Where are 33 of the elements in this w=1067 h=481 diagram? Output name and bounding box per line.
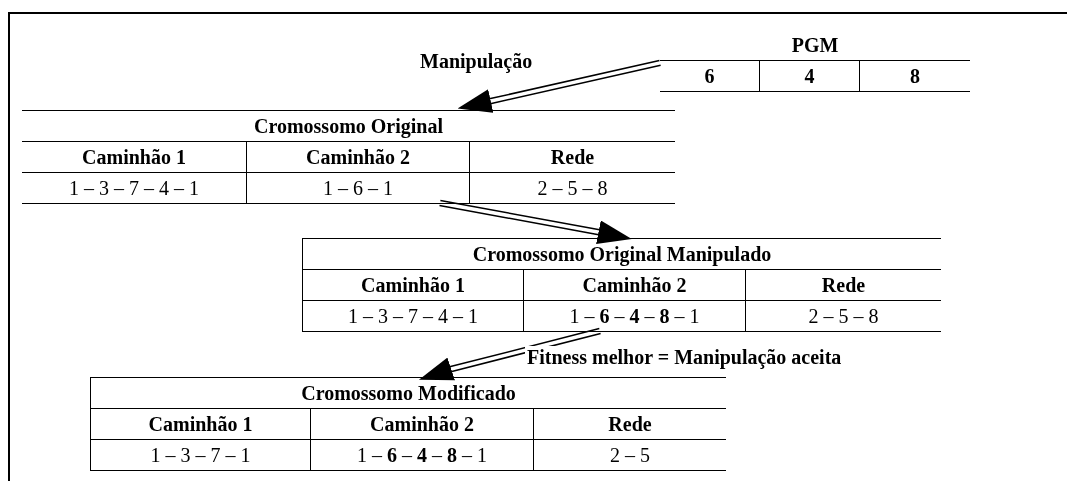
table [22, 110, 675, 204]
column-header: Caminhão 2 [311, 409, 534, 440]
arrow [457, 59, 662, 113]
table-cell: 1 – 3 – 7 – 4 – 1 [303, 301, 524, 331]
table-cell: 1 – 6 – 4 – 8 – 1 [311, 440, 534, 470]
table-cell: 1 – 6 – 4 – 8 – 1 [524, 301, 746, 331]
table-cell: 1 – 3 – 7 – 4 – 1 [22, 173, 247, 203]
column-header: Rede [746, 270, 941, 301]
column-header: Caminhão 1 [303, 270, 524, 301]
table-cell-text: 2 – 5 – 8 [807, 304, 880, 329]
column-header: Rede [470, 142, 675, 173]
table-title: PGM [660, 30, 970, 61]
table-title: Cromossomo Modificado [91, 378, 726, 409]
arrow [438, 199, 632, 244]
column-header: Caminhão 1 [22, 142, 247, 173]
table-title: Cromossomo Original Manipulado [303, 239, 941, 270]
table-cell: 6 [660, 61, 760, 91]
edge-label: Manipulação [418, 50, 535, 72]
column-header: Caminhão 1 [91, 409, 311, 440]
table [302, 238, 941, 332]
column-header: Caminhão 2 [524, 270, 746, 301]
table-cell: 1 – 3 – 7 – 1 [91, 440, 311, 470]
table-cell: 1 – 6 – 1 [247, 173, 470, 203]
column-header: Caminhão 2 [247, 142, 470, 173]
table-cell-text: 2 – 5 [609, 443, 651, 468]
arrow [418, 327, 602, 381]
column-header: Rede [534, 409, 726, 440]
edge-label: Fitness melhor = Manipulação aceita [525, 346, 844, 368]
table-cell: 4 [760, 61, 860, 91]
table-cell-text: 8 [909, 64, 921, 89]
table-title: Cromossomo Original [22, 111, 675, 142]
table-cell-text: 2 – 5 – 8 [536, 176, 609, 201]
table [90, 377, 726, 471]
